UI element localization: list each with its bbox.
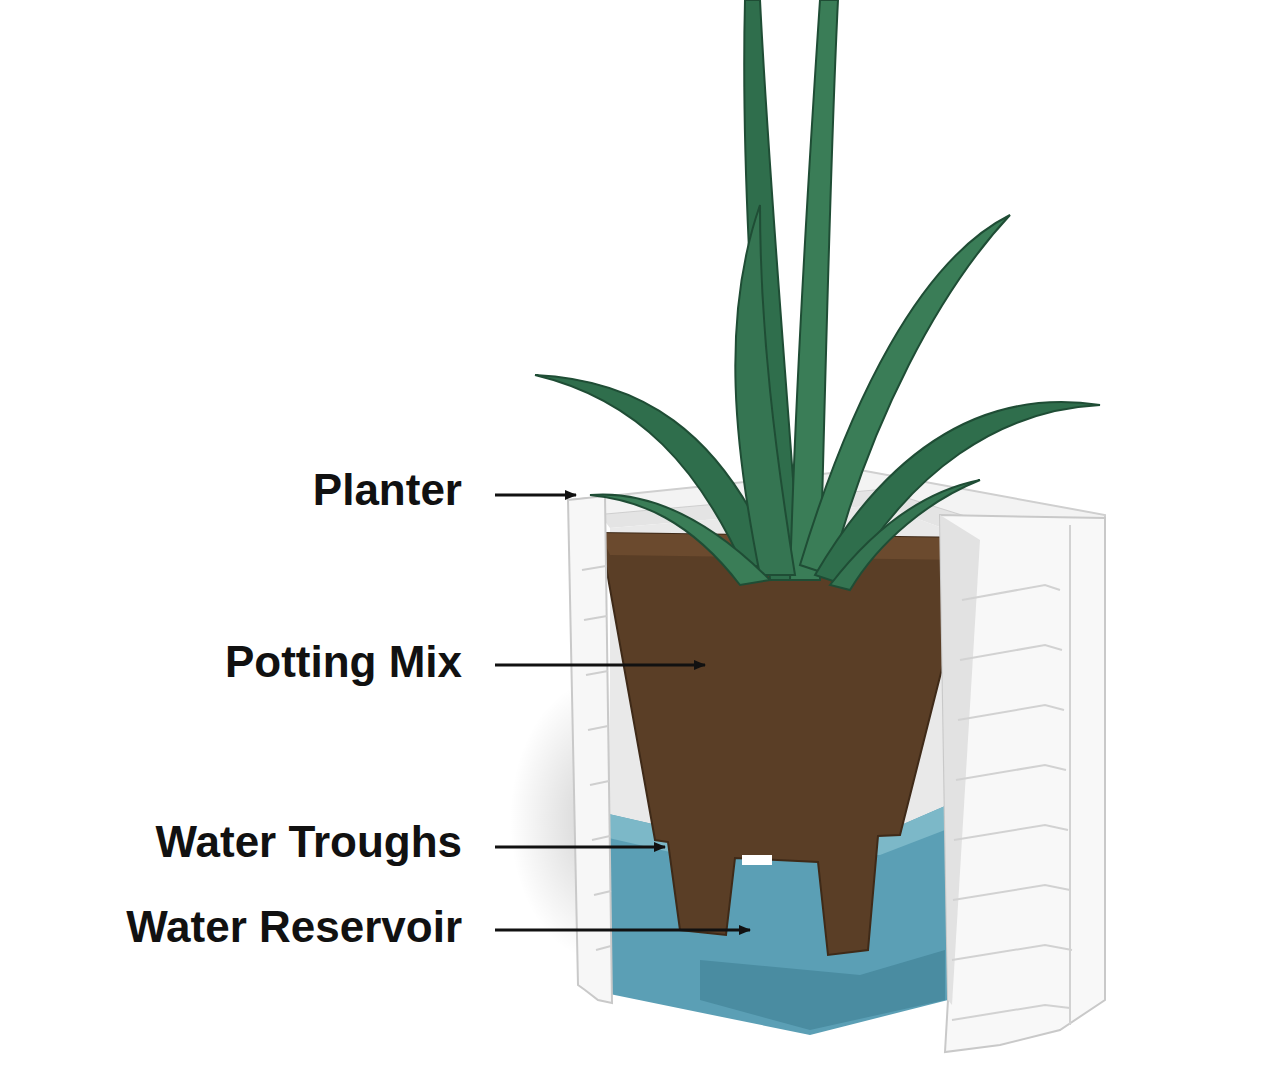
part-label: Planter — [313, 468, 462, 512]
leader-arrows — [495, 495, 750, 930]
part-label: Water Reservoir — [126, 905, 462, 949]
part-label: Potting Mix — [225, 640, 462, 684]
part-label: Water Troughs — [156, 820, 462, 864]
